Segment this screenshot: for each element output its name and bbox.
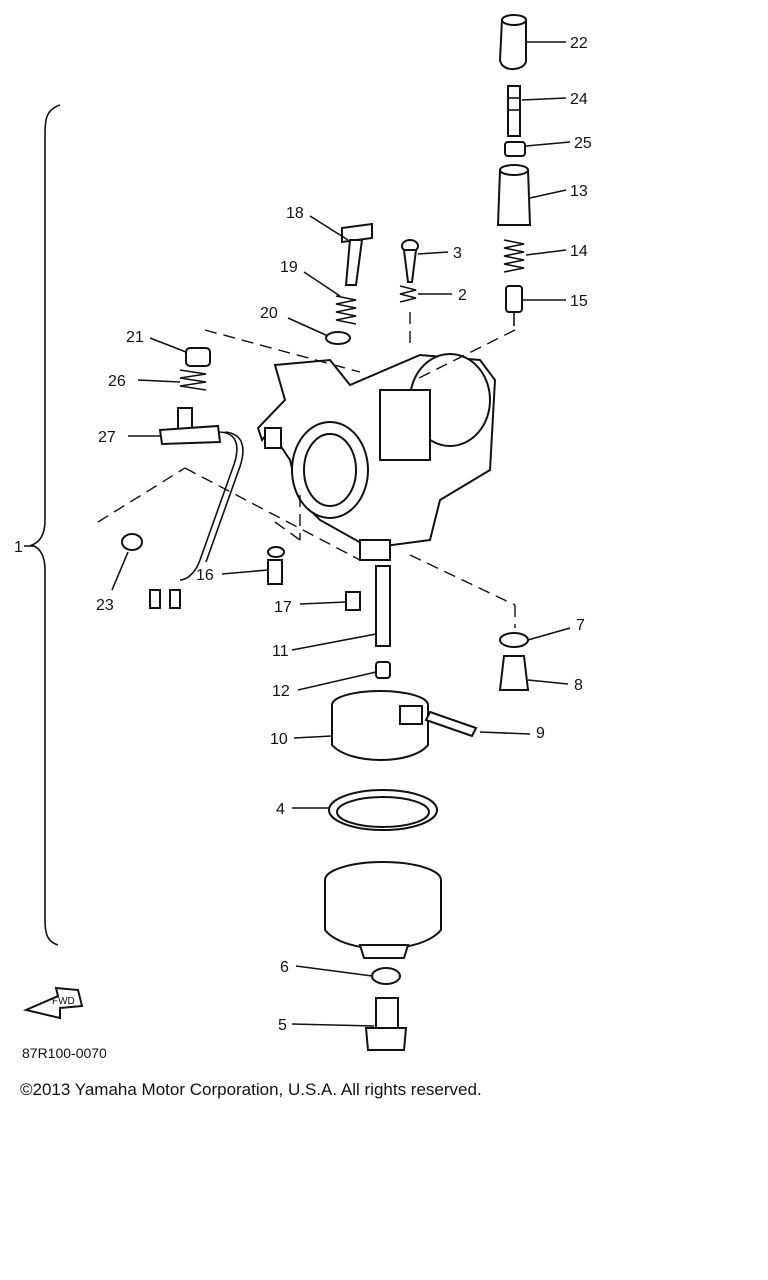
- nut-part-25: [504, 141, 526, 157]
- choke-lever-part-27: [149, 407, 244, 609]
- callout-20: 20: [260, 305, 278, 322]
- carburetor-body: [256, 353, 497, 561]
- spring-part-14: [503, 239, 525, 273]
- callout-14: 14: [570, 243, 588, 260]
- callout-24: 24: [570, 91, 588, 108]
- callout-23: 23: [96, 597, 114, 614]
- callout-13: 13: [570, 183, 588, 200]
- callout-18: 18: [286, 205, 304, 222]
- callout-10: 10: [270, 731, 288, 748]
- callout-2: 2: [458, 287, 467, 304]
- callout-3: 3: [453, 245, 462, 262]
- callout-27: 27: [98, 429, 116, 446]
- jet-part-12: [375, 661, 391, 679]
- screw-part-17: [345, 591, 361, 611]
- reference-code: 87R100-0070: [22, 1045, 107, 1061]
- callout-7: 7: [576, 617, 585, 634]
- callout-4: 4: [276, 801, 285, 818]
- gasket-part-4: [328, 789, 438, 831]
- callout-15: 15: [570, 293, 588, 310]
- leader-lines: [111, 41, 571, 1027]
- assembly-brace: [29, 104, 61, 946]
- callout-21: 21: [126, 329, 144, 346]
- float-pin-part-9: [424, 710, 478, 738]
- spring-part-26: [179, 369, 207, 391]
- callout-12: 12: [272, 683, 290, 700]
- washer-part-23: [121, 533, 143, 551]
- washer-part-6: [371, 967, 401, 985]
- cap-part-22: [498, 14, 527, 70]
- cap-nut-part-13: [496, 164, 532, 226]
- callout-16: 16: [196, 567, 214, 584]
- spring-part-19: [335, 295, 357, 325]
- callout-6: 6: [280, 959, 289, 976]
- screw-part-3: [401, 239, 419, 283]
- svg-text:FWD: FWD: [52, 996, 75, 1007]
- main-jet-part-11: [375, 565, 391, 647]
- callout-5: 5: [278, 1017, 287, 1034]
- callout-9: 9: [536, 725, 545, 742]
- drain-plug-part-5: [364, 997, 408, 1051]
- callout-1: 1: [14, 539, 23, 556]
- screw-part-16: [267, 546, 285, 585]
- jet-needle-part-24: [507, 85, 521, 137]
- copyright-notice: ©2013 Yamaha Motor Corporation, U.S.A. A…: [20, 1080, 482, 1099]
- cap-part-21: [185, 347, 211, 367]
- fwd-arrow-icon: FWD: [22, 986, 84, 1020]
- float-part-10: [331, 690, 429, 761]
- throttle-valve-part-15: [505, 285, 523, 326]
- callout-22: 22: [570, 35, 588, 52]
- callout-25: 25: [574, 135, 592, 152]
- callout-26: 26: [108, 373, 126, 390]
- callout-11: 11: [272, 643, 289, 660]
- callout-19: 19: [280, 259, 298, 276]
- float-bowl: [324, 861, 442, 959]
- adjuster-screw-part-18: [341, 222, 373, 286]
- washer-part-7: [499, 632, 529, 648]
- callout-17: 17: [274, 599, 292, 616]
- needle-valve-part-8: [498, 655, 530, 691]
- spring-part-2: [399, 285, 417, 303]
- washer-part-20: [325, 331, 351, 345]
- callout-8: 8: [574, 677, 583, 694]
